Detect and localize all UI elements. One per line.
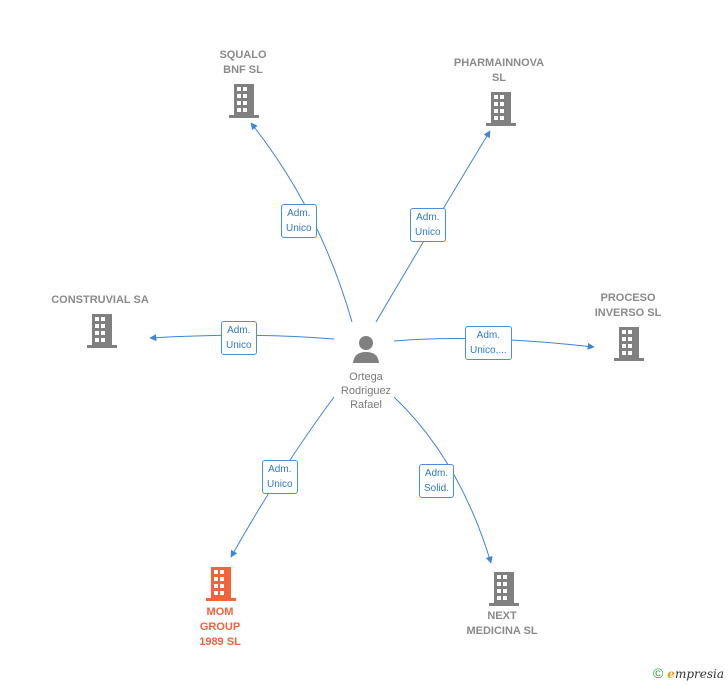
building-icon[interactable] <box>87 314 117 348</box>
building-icon[interactable] <box>489 572 519 606</box>
edge-label-construvial: Adm. Unico <box>221 321 257 355</box>
copyright-icon: © <box>652 665 664 681</box>
empresia-logo[interactable]: empresia <box>667 667 724 681</box>
node-squalo-label[interactable]: SQUALO BNF SL <box>219 49 267 76</box>
building-icon-main[interactable] <box>206 567 236 601</box>
building-icon[interactable] <box>486 92 516 126</box>
edge-label-proceso: Adm. Unico,... <box>465 326 512 360</box>
building-icon[interactable] <box>614 327 644 361</box>
person-icon[interactable] <box>351 334 381 364</box>
edge-label-mom: Adm. Unico <box>262 460 298 494</box>
edge-label-squalo: Adm. Unico <box>281 204 317 238</box>
edge-label-pharmainnova: Adm. Unico <box>410 208 446 242</box>
node-pharmainnova-label[interactable]: PHARMAINNOVA SL <box>453 57 545 84</box>
node-next-label[interactable]: NEXT MEDICINA SL <box>466 610 538 637</box>
empresia-footer[interactable]: ©empresia <box>653 665 724 681</box>
node-mom-label[interactable]: MOM GROUP 1989 SL <box>199 606 241 648</box>
center-person-label[interactable]: Ortega Rodriguez Rafael <box>340 371 392 411</box>
node-construvial-label[interactable]: CONSTRUVIAL SA <box>51 294 149 306</box>
edge-label-next: Adm. Solid. <box>419 464 455 498</box>
node-proceso-label[interactable]: PROCESO INVERSO SL <box>594 292 662 319</box>
building-icon[interactable] <box>229 84 259 118</box>
